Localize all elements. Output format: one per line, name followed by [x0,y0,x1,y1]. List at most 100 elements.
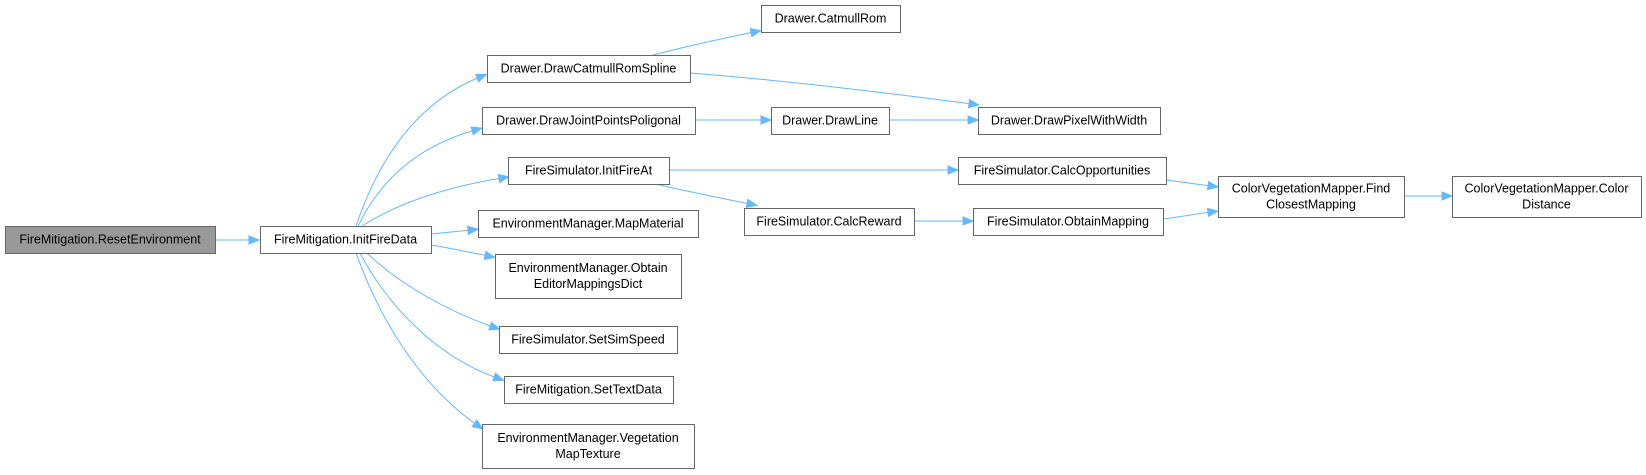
edge-arrowhead [492,372,505,382]
edge-initfire-to-initFireAt [361,173,511,227]
node-label: EnvironmentManager.Obtain [508,261,667,275]
edge-line [654,183,751,205]
node-box [499,326,678,354]
edge-arrowhead [1206,180,1220,191]
edge-line [1165,179,1212,187]
node-box [504,376,674,404]
node-box [771,107,890,135]
edge-initfire-to-obtainEditor [430,244,497,260]
node-catmullRom[interactable]: Drawer.CatmullRom [761,5,901,33]
edge-line [355,252,478,426]
edge-initFireAt-to-calcReward [654,183,759,208]
edge-arrowhead [1441,191,1454,201]
node-box [978,107,1161,135]
node-label: FireSimulator.SetSimSpeed [511,333,665,347]
edge-line [1162,211,1212,220]
edge-calcOpp-to-findClosest [1165,179,1220,191]
node-label: ClosestMapping [1266,198,1356,212]
node-drawCatSpline[interactable]: Drawer.DrawCatmullRomSpline [487,55,691,83]
node-label: FireSimulator.InitFireAt [525,164,653,178]
node-label: Distance [1522,198,1571,212]
node-box [482,424,695,469]
edge-arrowhead [471,419,484,430]
edge-initfire-to-drawCatSpline [355,73,488,227]
node-label: ColorVegetationMapper.Color [1465,182,1629,196]
node-box [958,157,1167,185]
node-label: EnvironmentManager.Vegetation [497,431,678,445]
edge-initfire-to-mapMaterial [430,225,480,236]
node-label: MapTexture [555,447,620,461]
edge-calcReward-to-obtainMapping [914,216,975,226]
edge-line [359,252,498,379]
edge-line [355,76,481,227]
edge-arrowhead [1206,207,1220,218]
node-box [973,208,1164,236]
node-box [508,157,670,185]
edge-initfire-to-setTextData [359,252,505,382]
edge-arrowhead [497,173,511,184]
node-initfire[interactable]: FireMitigation.InitFireData [260,226,432,254]
edge-arrowhead [248,235,261,245]
node-mapMaterial[interactable]: EnvironmentManager.MapMaterial [478,210,699,238]
node-label: Drawer.DrawPixelWithWidth [991,114,1147,128]
edge-line [430,244,489,257]
edge-drawCatSpline-to-catmullRom [652,28,763,56]
edge-arrowhead [947,165,960,175]
node-label: EditorMappingsDict [534,277,643,291]
node-box [482,107,696,135]
edge-arrowhead [967,115,980,125]
edge-initfire-to-vegTexture [355,252,484,430]
edge-arrowhead [470,126,484,136]
edge-arrowhead [483,250,497,260]
node-label: Drawer.DrawCatmullRomSpline [501,62,677,76]
node-label: FireSimulator.ObtainMapping [987,215,1149,229]
node-label: Drawer.DrawJointPointsPoligonal [496,114,681,128]
edge-initfire-to-drawJoint [357,126,484,227]
edge-reset-to-initfire [215,235,261,245]
edge-findClosest-to-colorDist [1404,191,1454,201]
node-box [487,55,691,83]
node-drawLine[interactable]: Drawer.DrawLine [771,107,890,135]
edge-arrowhead [488,321,501,331]
node-initFireAt[interactable]: FireSimulator.InitFireAt [508,157,670,185]
node-box [5,226,216,254]
node-calcOpp[interactable]: FireSimulator.CalcOpportunities [958,157,1167,185]
node-obtainMapping[interactable]: FireSimulator.ObtainMapping [973,208,1164,236]
node-calcReward[interactable]: FireSimulator.CalcReward [744,208,915,236]
edge-obtainMapping-to-findClosest [1162,207,1220,220]
edge-arrowhead [760,115,773,125]
node-label: Drawer.CatmullRom [775,12,887,26]
node-label: FireSimulator.CalcOpportunities [974,164,1150,178]
node-box [1452,176,1642,218]
node-setTextData[interactable]: FireMitigation.SetTextData [504,376,674,404]
edge-arrowhead [474,73,488,83]
edge-initFireAt-to-calcOpp [669,165,960,175]
edge-line [366,252,494,328]
edge-drawLine-to-drawPixel [889,115,980,125]
edge-initfire-to-setSimSpeed [366,252,501,331]
edge-arrowhead [467,225,480,236]
edge-line [430,229,472,235]
node-box [744,208,915,236]
node-reset[interactable]: FireMitigation.ResetEnvironment [5,226,216,254]
edge-line [357,129,476,227]
node-drawPixel[interactable]: Drawer.DrawPixelWithWidth [978,107,1161,135]
node-box [1218,176,1405,218]
node-label: FireSimulator.CalcReward [756,215,901,229]
node-label: FireMitigation.InitFireData [274,233,417,247]
node-label: ColorVegetationMapper.Find [1232,182,1390,196]
edge-drawCatSpline-to-drawPixel [689,72,981,109]
node-drawJoint[interactable]: Drawer.DrawJointPointsPoligonal [482,107,696,135]
edge-arrowhead [749,28,763,38]
node-label: Drawer.DrawLine [782,114,878,128]
node-obtainEditor[interactable]: EnvironmentManager.ObtainEditorMappingsD… [495,254,682,299]
edge-line [361,177,503,227]
node-setSimSpeed[interactable]: FireSimulator.SetSimSpeed [499,326,678,354]
node-label: FireMitigation.SetTextData [515,383,662,397]
node-label: FireMitigation.ResetEnvironment [19,233,201,247]
